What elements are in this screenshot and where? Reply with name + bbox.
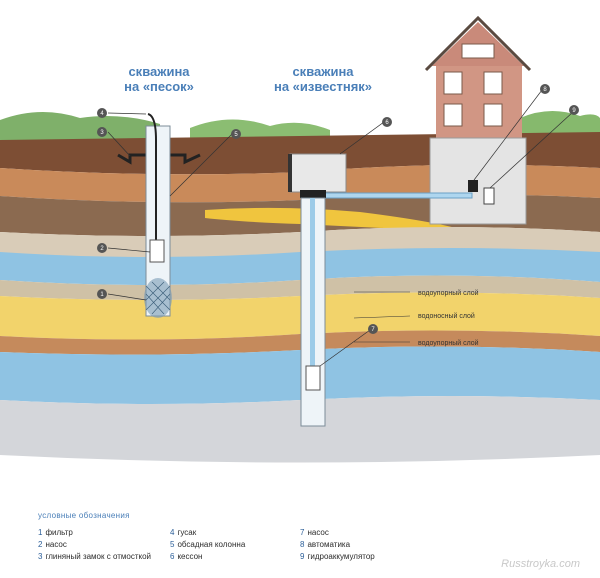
limestone-well-title-line1: скважина bbox=[292, 64, 354, 79]
label-aquifer: водоносный слой bbox=[418, 312, 475, 320]
svg-text:7: 7 bbox=[371, 327, 375, 333]
callout-4: 4 bbox=[97, 108, 107, 118]
caisson-hatch bbox=[300, 190, 326, 198]
svg-text:2: 2 bbox=[100, 246, 104, 252]
svg-text:4: 4 bbox=[100, 111, 104, 117]
svg-text:3: 3 bbox=[100, 130, 104, 136]
filter-mesh bbox=[145, 281, 171, 315]
callout-5: 5 bbox=[231, 129, 241, 139]
supply-pipe bbox=[317, 192, 473, 199]
automatics-unit bbox=[468, 180, 478, 192]
svg-text:1: 1 bbox=[100, 292, 104, 298]
sand-well-title-line1: скважина bbox=[128, 64, 190, 79]
bushes-left bbox=[0, 111, 160, 140]
aquitard-lower bbox=[0, 330, 600, 355]
callout-2: 2 bbox=[97, 243, 107, 253]
svg-text:6: 6 bbox=[385, 120, 389, 126]
watermark: Russtroyka.com bbox=[501, 558, 580, 570]
callout-lines bbox=[107, 89, 574, 367]
sand-pump bbox=[149, 239, 165, 263]
house-roof bbox=[424, 15, 532, 72]
deep-pump bbox=[305, 365, 321, 391]
callout-9: 9 bbox=[569, 105, 579, 115]
callout-1: 1 bbox=[97, 289, 107, 299]
svg-text:9: 9 bbox=[572, 108, 576, 114]
limestone-aquifer bbox=[0, 346, 600, 404]
callout-8: 8 bbox=[540, 84, 550, 94]
label-aquitard-top: водоупорный слой bbox=[418, 289, 479, 297]
limestone-riser bbox=[310, 198, 315, 368]
sand-well-title-line2: на «песок» bbox=[124, 79, 194, 94]
house-window bbox=[483, 71, 503, 95]
house-door bbox=[483, 103, 503, 127]
house-window bbox=[443, 103, 463, 127]
house bbox=[424, 15, 532, 225]
accumulator-tank bbox=[483, 187, 495, 205]
gooseneck bbox=[147, 113, 157, 240]
sand-lens bbox=[205, 207, 470, 232]
svg-text:8: 8 bbox=[543, 87, 547, 93]
house-window bbox=[443, 71, 463, 95]
callout-7: 7 bbox=[368, 324, 378, 334]
callout-6: 6 bbox=[382, 117, 392, 127]
svg-text:5: 5 bbox=[234, 132, 238, 138]
caisson-wall bbox=[288, 154, 292, 192]
label-leader-aquifer bbox=[353, 315, 411, 319]
label-aquitard-bottom: водоупорный слой bbox=[418, 339, 479, 347]
bedrock-layer bbox=[0, 396, 600, 463]
callout-3: 3 bbox=[97, 127, 107, 137]
house-attic-window bbox=[461, 43, 495, 59]
legend-title: условные обозначения bbox=[38, 511, 130, 520]
limestone-well-title-line2: на «известняк» bbox=[274, 79, 372, 94]
caisson bbox=[289, 153, 347, 193]
